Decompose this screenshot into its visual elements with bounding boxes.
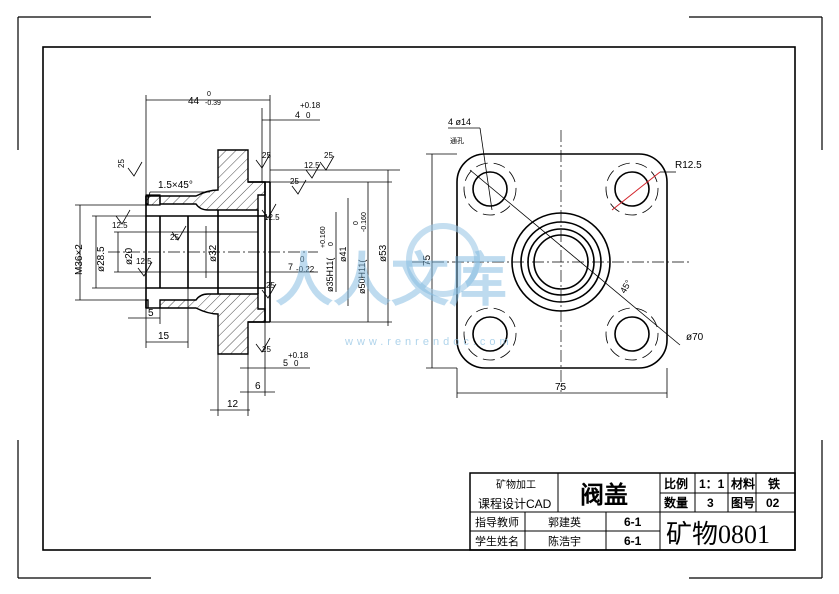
material-label: 材料 (730, 476, 755, 491)
watermark: 人人文库 www.renrendoc.com (275, 223, 513, 348)
drawing-frame (42, 46, 796, 551)
dim-dia-53: ø53 (378, 244, 389, 262)
dim-12: 12 (227, 399, 239, 410)
svg-text:25: 25 (170, 233, 179, 242)
class-name: 矿物0801 (666, 520, 770, 549)
dim-holes: 4 ø14 (448, 117, 471, 127)
svg-text:25: 25 (266, 281, 275, 290)
svg-text:12.5: 12.5 (264, 213, 280, 222)
instructor-room: 6-1 (624, 515, 642, 529)
svg-text:12.5: 12.5 (304, 161, 320, 170)
dim-dia-41: ø41 (338, 246, 348, 262)
dim-4: 4 (295, 110, 300, 120)
dim-chamfer: 1.5×45° (158, 180, 193, 191)
corner-marks (17, 16, 823, 579)
dim-44-tol-lower: -0.39 (205, 100, 221, 107)
instructor-label: 指导教师 (475, 515, 519, 529)
bolt-holes (463, 162, 659, 361)
dim-radius: R12.5 (675, 160, 702, 171)
dim-7-tol-upper: 0 (300, 255, 305, 264)
scale-label: 比例 (664, 476, 688, 491)
front-section-view: 44 0 -0.39 4 +0.18 0 1.5×45° M36×2 ø28.5… (74, 91, 400, 416)
side-view: 4 ø14 通孔 R12.5 ø70 45° 75 75 (412, 117, 704, 398)
title-block: 矿物加工 课程设计CAD 阀盖 比例 1：1 材料 铁 数量 3 图号 02 指… (469, 472, 796, 551)
qty-value: 3 (707, 496, 714, 510)
dim-bolt-circle: ø70 (686, 332, 704, 343)
svg-text:12.5: 12.5 (136, 257, 152, 266)
dim-dia-50-tol-lower: -0.160 (361, 212, 368, 232)
dim-44-tol-upper: 0 (207, 91, 211, 98)
dim-5-bottom-tol-upper: +0.18 (288, 351, 309, 360)
dim-5-bottom: 5 (283, 358, 288, 368)
dim-dia-20: ø20 (124, 247, 135, 265)
project-line1: 矿物加工 (496, 478, 536, 491)
svg-text:25: 25 (290, 177, 299, 186)
dim-holes-note: 通孔 (450, 136, 464, 145)
instructor-name: 郭建英 (548, 515, 581, 529)
dim-dia-28-5: ø28.5 (96, 246, 107, 272)
scale-value: 1：1 (699, 477, 725, 491)
part-name: 阀盖 (580, 481, 628, 509)
dim-dia-35: ø35H11( (325, 258, 335, 292)
svg-text:25: 25 (262, 345, 271, 354)
svg-text:12.5: 12.5 (112, 221, 128, 230)
dim-15: 15 (158, 331, 170, 342)
student-room: 6-1 (624, 534, 642, 548)
dim-width-75: 75 (555, 382, 567, 393)
dim-44: 44 (188, 96, 200, 107)
drawing-no-value: 02 (766, 496, 780, 510)
student-name: 陈浩宇 (548, 534, 581, 548)
svg-text:25: 25 (324, 151, 333, 160)
dim-thread: M36×2 (74, 244, 85, 275)
dim-dia-32: ø32 (208, 244, 219, 262)
drawing-no-label: 图号 (731, 495, 755, 510)
dim-angle: 45° (618, 278, 634, 295)
dim-dia-35-tol-lower: 0 (328, 242, 335, 246)
student-label: 学生姓名 (475, 534, 519, 548)
dim-dia-50: ø50H11( (357, 260, 367, 294)
dim-6: 6 (255, 381, 261, 392)
roughness-symbols: 25 25 12.5 25 25 12.5 25 12.5 25 12.5 25 (112, 151, 335, 354)
dim-5-bottom-tol-lower: 0 (294, 359, 299, 368)
dim-5: 5 (148, 308, 154, 319)
dim-dia-35-tol-upper: +0.160 (320, 226, 327, 248)
dim-7: 7 (288, 262, 293, 272)
dim-height-75: 75 (422, 254, 433, 266)
dim-dia-50-tol-upper: 0 (353, 221, 360, 225)
dim-4-tol-upper: +0.18 (300, 101, 321, 110)
svg-text:25: 25 (117, 159, 126, 168)
watermark-logo-text: 人人文库 (275, 248, 507, 313)
dim-7-tol-lower: -0.22 (296, 265, 315, 274)
watermark-url: www.renrendoc.com (344, 336, 513, 348)
project-line2: 课程设计CAD (478, 496, 552, 511)
dim-4-tol-lower: 0 (306, 111, 311, 120)
material-value: 铁 (768, 476, 780, 491)
qty-label: 数量 (664, 495, 688, 510)
svg-text:25: 25 (262, 151, 271, 160)
